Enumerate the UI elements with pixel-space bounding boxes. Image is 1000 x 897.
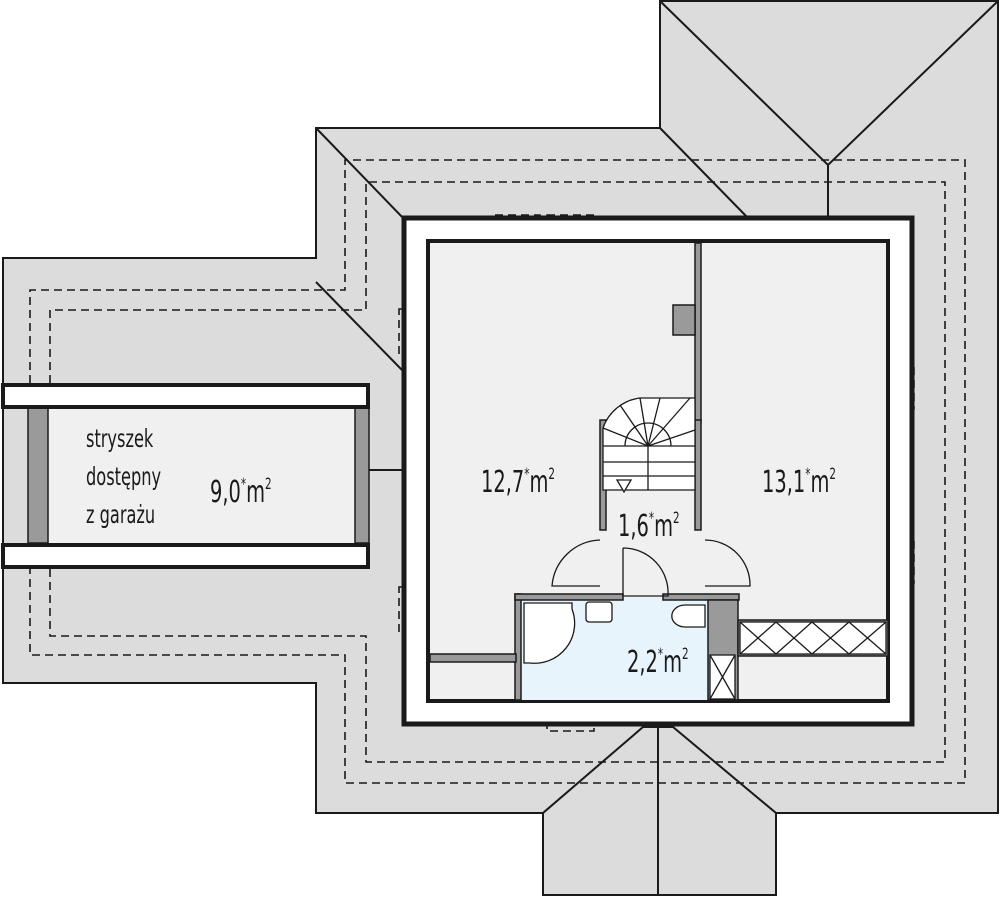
area-star: * (240, 474, 247, 493)
area-exp: 2 (829, 464, 836, 483)
room-right-area-label: 13,1*m2 (762, 465, 836, 500)
area-exp: 2 (673, 508, 680, 527)
area-unit: m (654, 509, 674, 544)
area-value: 1,6 (618, 509, 649, 544)
hall-area-label: 1,6*m2 (618, 509, 680, 544)
area-exp: 2 (265, 474, 272, 493)
room-left-area-label: 12,7*m2 (481, 465, 555, 500)
area-star: * (657, 644, 664, 663)
doors (551, 539, 751, 597)
attic-line: z garażu (86, 500, 156, 529)
area-value: 13,1 (762, 465, 806, 500)
area-value: 9,0 (210, 475, 241, 510)
attic-line: stryszek (86, 424, 154, 453)
area-star: * (805, 464, 811, 483)
beam-top (1, 383, 370, 409)
area-exp: 2 (548, 464, 555, 483)
area-unit: m (529, 465, 549, 500)
area-value: 2,2 (627, 645, 658, 680)
bathroom-area-label: 2,2*m2 (627, 645, 689, 680)
toilet-icon (671, 604, 706, 628)
area-unit: m (663, 645, 683, 680)
area-exp: 2 (682, 644, 689, 663)
area-unit: m (810, 465, 830, 500)
area-value: 12,7 (481, 465, 525, 500)
sink-icon (585, 601, 613, 623)
fixtures (523, 601, 887, 700)
attic-description: stryszek dostępny z garażu (86, 420, 161, 534)
stairs-icon (602, 397, 696, 494)
area-star: * (524, 464, 530, 483)
roof-ridges (315, 0, 999, 895)
area-unit: m (246, 475, 266, 510)
area-star: * (648, 508, 655, 527)
beam-bottom (1, 543, 370, 569)
shower-icon (523, 602, 576, 664)
attic-line: dostępny (86, 462, 162, 491)
attic-area-label: 9,0*m2 (210, 475, 272, 510)
attic-floor (28, 407, 368, 543)
